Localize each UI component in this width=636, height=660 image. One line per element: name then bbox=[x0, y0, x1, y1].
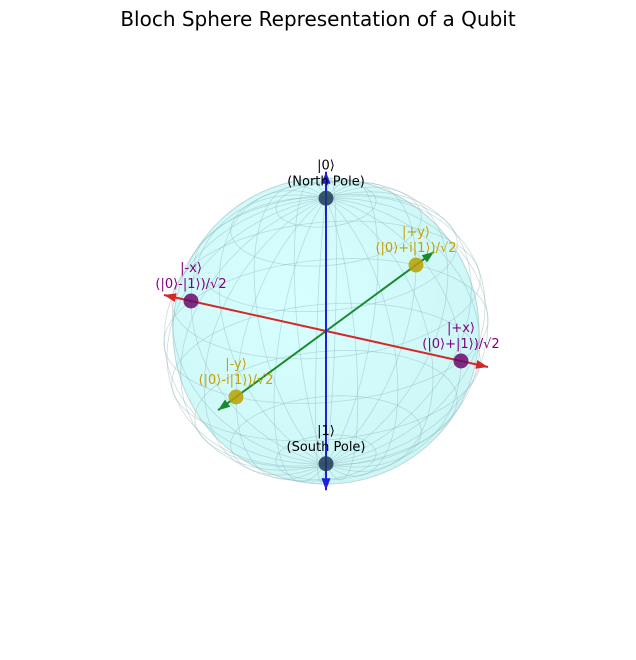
state-ket-label: |-x⟩ bbox=[180, 261, 202, 276]
state-markers bbox=[183, 190, 469, 472]
state-desc-label: (|0⟩-|1⟩)/√2 bbox=[155, 277, 226, 292]
z-axis-arrowhead-positive bbox=[321, 171, 331, 184]
state-desc-label: (South Pole) bbox=[287, 440, 366, 455]
state-desc-label: (|0⟩+i|1⟩)/√2 bbox=[375, 241, 456, 256]
parallel-line bbox=[171, 220, 481, 360]
state-desc-label: (North Pole) bbox=[287, 174, 365, 189]
parallel-line bbox=[194, 349, 458, 469]
state-marker bbox=[228, 389, 244, 405]
x-axis-arrowhead-negative bbox=[164, 293, 177, 302]
parallel-line bbox=[171, 302, 481, 442]
x-axis-arrowhead-positive bbox=[475, 360, 488, 369]
state-ket-label: |1⟩ bbox=[317, 424, 335, 439]
state-ket-label: |+y⟩ bbox=[402, 225, 430, 240]
state-marker bbox=[318, 190, 334, 206]
state-desc-label: (|0⟩+|1⟩)/√2 bbox=[422, 337, 499, 352]
parallel-line bbox=[275, 181, 377, 228]
parallel-line bbox=[194, 193, 458, 313]
y-axis-arrowhead-negative bbox=[218, 399, 231, 411]
state-ket-label: |+x⟩ bbox=[447, 321, 475, 336]
parallel-line bbox=[230, 180, 422, 267]
state-labels: |0⟩(North Pole) |1⟩(South Pole) |+x⟩(|0⟩+|… bbox=[155, 158, 499, 455]
state-ket-label: |0⟩ bbox=[317, 158, 335, 173]
state-marker bbox=[318, 456, 334, 472]
parallel-line bbox=[230, 395, 422, 482]
y-axis-arrowhead-positive bbox=[421, 251, 434, 263]
state-marker bbox=[183, 293, 199, 309]
state-ket-label: |-y⟩ bbox=[225, 357, 247, 372]
state-desc-label: (|0⟩-i|1⟩)/√2 bbox=[199, 373, 274, 388]
state-marker bbox=[408, 257, 424, 273]
z-axis-arrowhead-negative bbox=[321, 478, 331, 491]
state-marker bbox=[453, 353, 469, 369]
chart-title: Bloch Sphere Representation of a Qubit bbox=[120, 7, 516, 31]
axis-arrows bbox=[163, 171, 489, 491]
